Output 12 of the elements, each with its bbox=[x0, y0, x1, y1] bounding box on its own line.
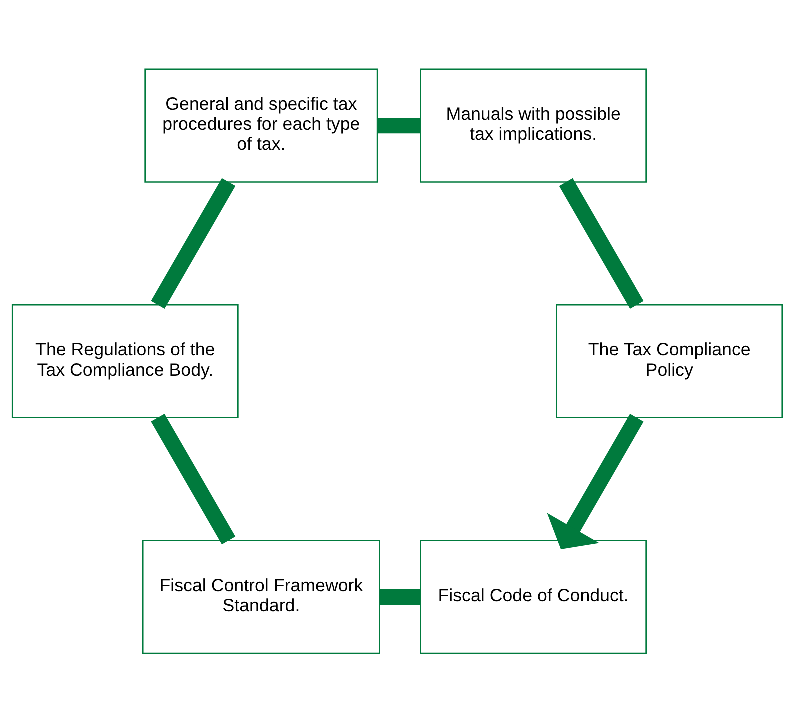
connector bbox=[151, 178, 236, 308]
node-box: The Regulations of the Tax Compliance Body. bbox=[12, 304, 239, 418]
connector bbox=[378, 118, 420, 134]
node-box: General and specific tax procedures for each type of tax. bbox=[144, 68, 378, 182]
node-box: Fiscal Control Framework Standard. bbox=[142, 540, 380, 654]
node-box: Manuals with possible tax implications. bbox=[420, 68, 647, 182]
node-box: The Tax Compliance Policy bbox=[556, 304, 784, 418]
connector bbox=[559, 178, 644, 309]
node-box: Fiscal Code of Conduct. bbox=[420, 540, 647, 654]
arrow bbox=[547, 414, 644, 549]
connector bbox=[380, 588, 420, 604]
connector bbox=[151, 414, 236, 544]
